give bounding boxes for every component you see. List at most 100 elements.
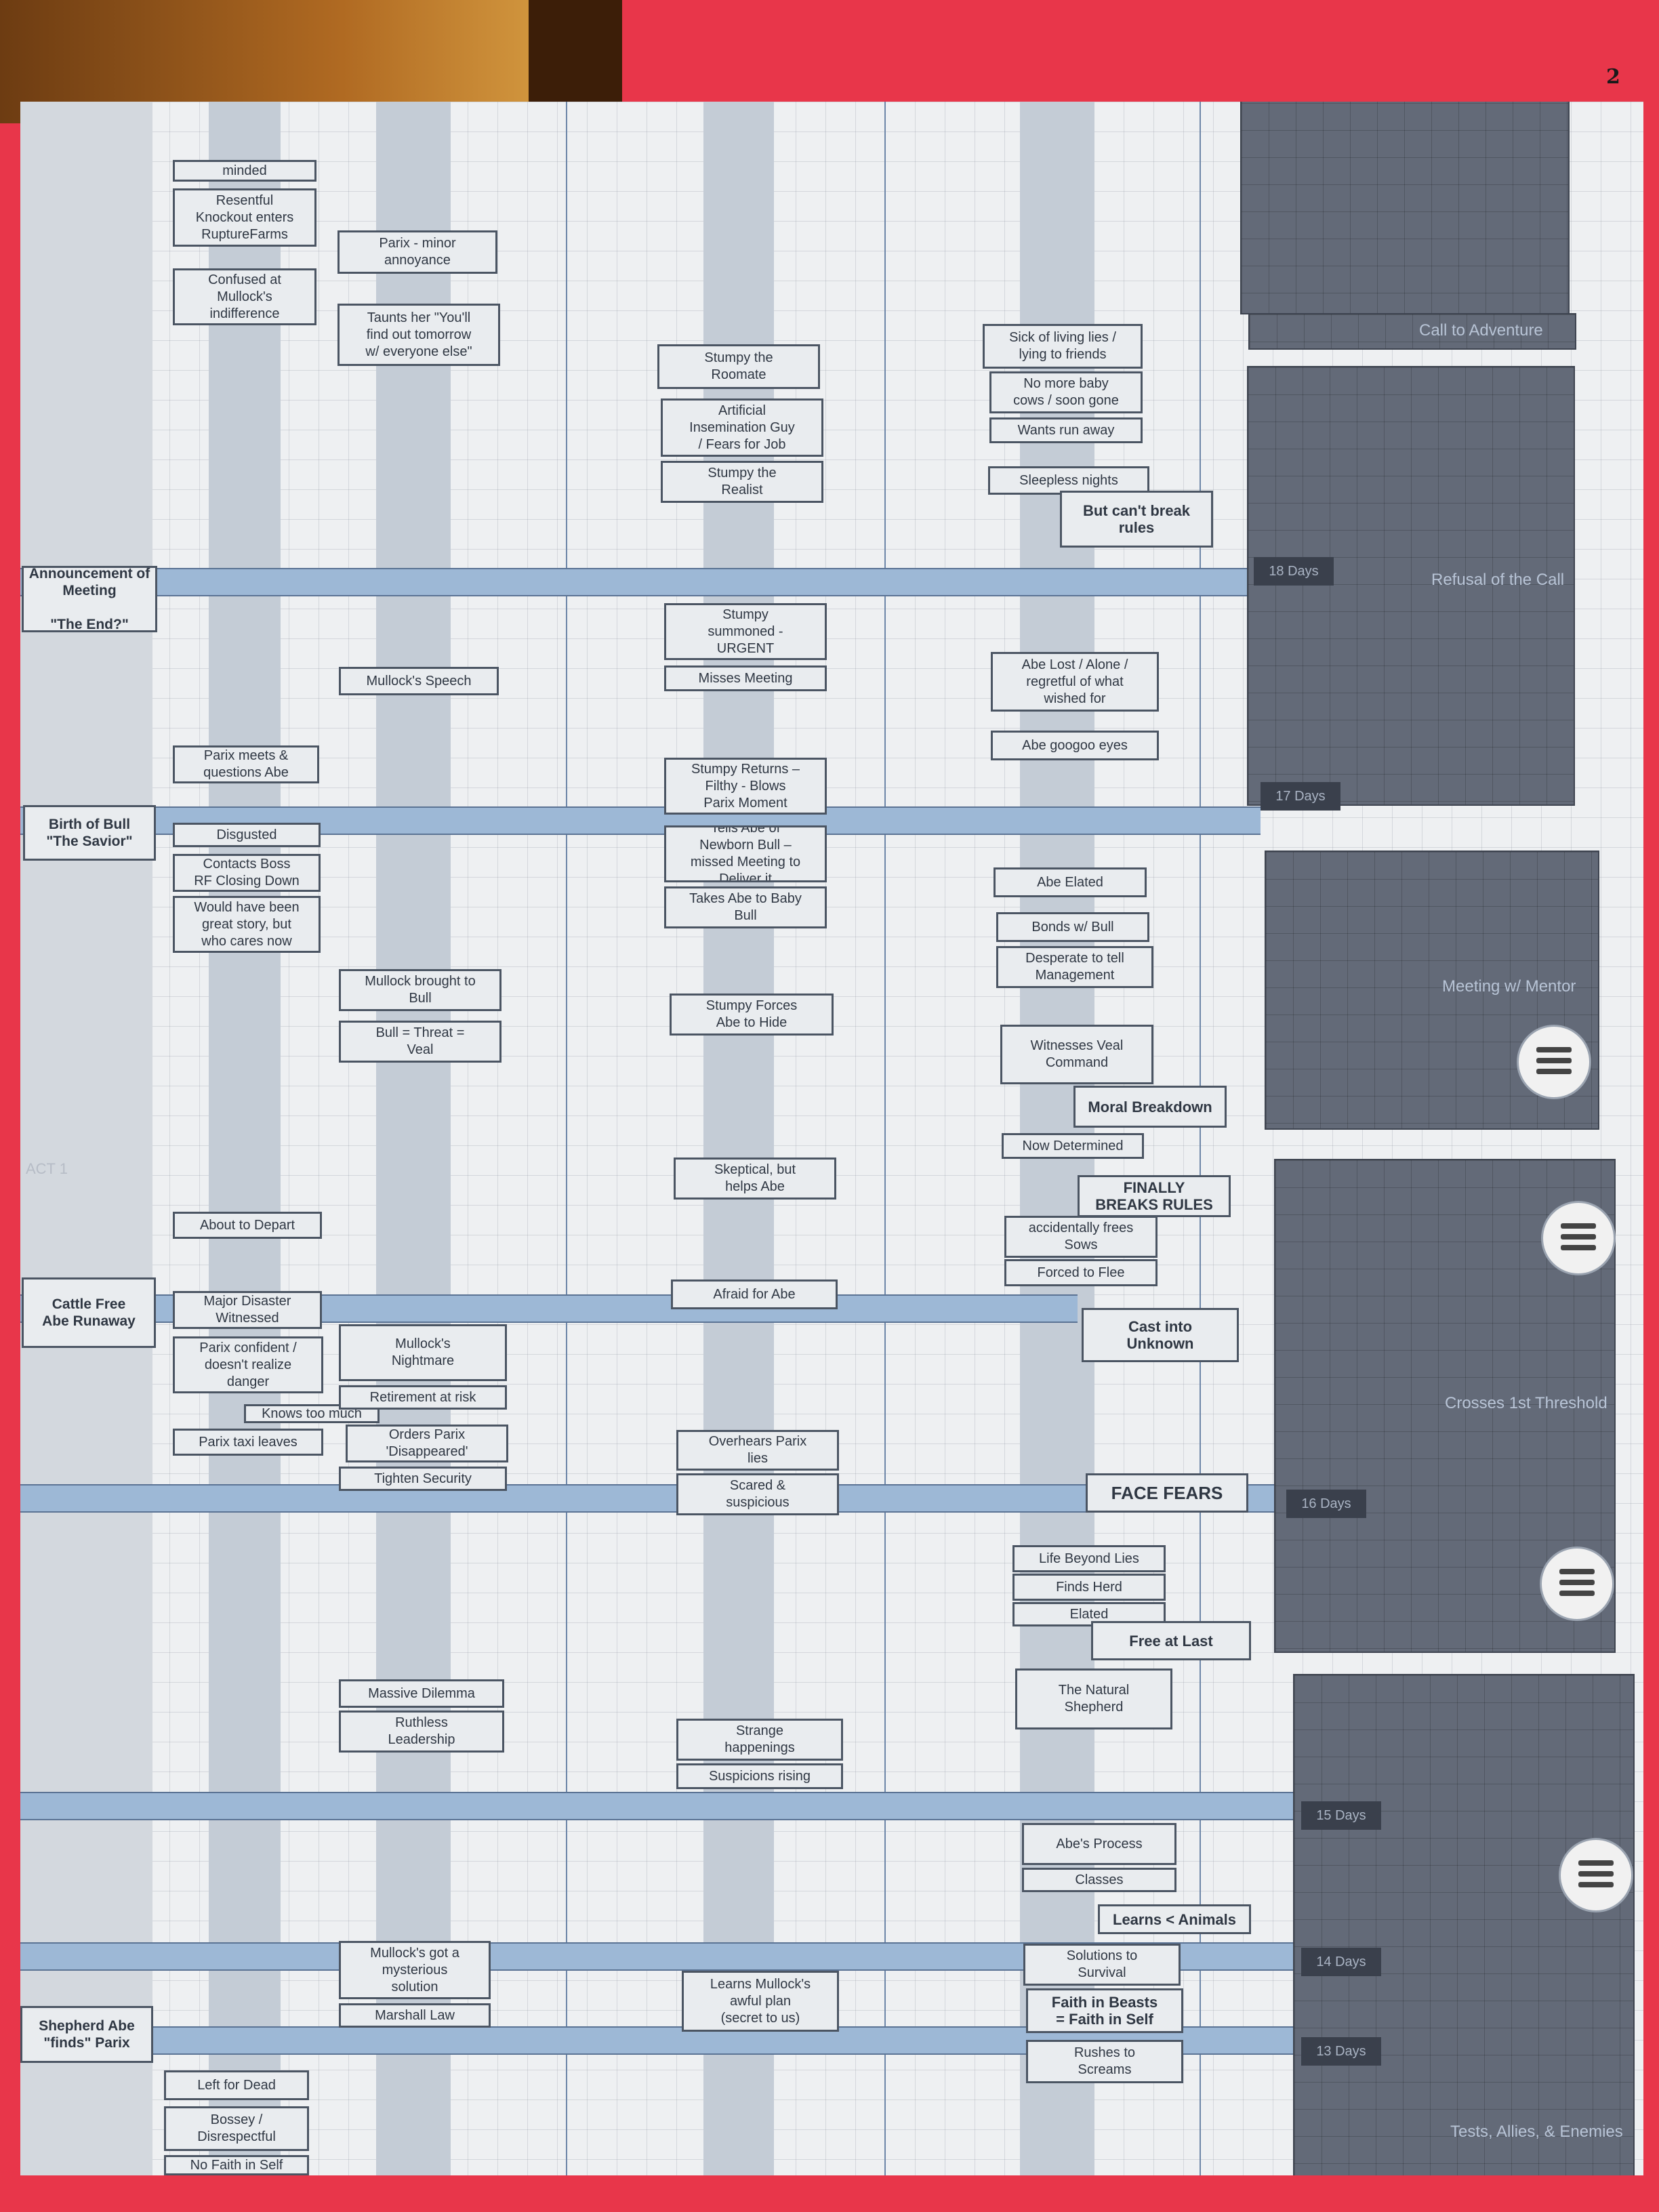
story-card[interactable]: Misses Meeting xyxy=(664,665,827,691)
stage-badge-icon xyxy=(1541,1201,1616,1275)
story-card[interactable]: Tighten Security xyxy=(339,1467,507,1491)
story-card[interactable]: Learns Mullock's awful plan (secret to u… xyxy=(682,1971,839,2032)
stage-panel-tests: Tests, Allies, & Enemies xyxy=(1293,1674,1635,2175)
column-2-track xyxy=(376,102,451,2175)
stage-badge-icon xyxy=(1517,1025,1591,1099)
story-card[interactable]: Mullock's Speech xyxy=(339,667,499,695)
story-card[interactable]: FACE FEARS xyxy=(1086,1473,1248,1513)
story-card[interactable]: Forced to Flee xyxy=(1004,1259,1158,1286)
story-card[interactable]: Taunts her "You'll find out tomorrow w/ … xyxy=(337,304,500,366)
story-card[interactable]: FINALLY BREAKS RULES xyxy=(1078,1175,1231,1217)
story-card[interactable]: Faith in Beasts = Faith in Self xyxy=(1026,1988,1183,2033)
act-card[interactable]: Cattle Free Abe Runaway xyxy=(22,1277,156,1348)
story-card[interactable]: Parix meets & questions Abe xyxy=(173,745,319,783)
story-card[interactable]: Scared & suspicious xyxy=(676,1473,839,1515)
grid-rule xyxy=(566,102,567,2175)
stage-label: Refusal of the Call xyxy=(1431,571,1565,589)
story-card[interactable]: Retirement at risk xyxy=(339,1385,507,1410)
story-card[interactable]: Elated xyxy=(1012,1602,1166,1626)
story-card[interactable]: accidentally frees Sows xyxy=(1004,1216,1158,1258)
story-card[interactable]: Massive Dilemma xyxy=(339,1679,504,1708)
story-card[interactable]: Resentful Knockout enters RuptureFarms xyxy=(173,188,316,247)
story-card[interactable]: Would have been great story, but who car… xyxy=(173,896,321,953)
story-card[interactable]: Overhears Parix lies xyxy=(676,1430,839,1471)
story-card[interactable]: Learns < Animals xyxy=(1098,1904,1251,1934)
act-label: ACT 1 xyxy=(26,1160,68,1177)
story-card[interactable]: Parix confident / doesn't realize danger xyxy=(173,1336,323,1393)
story-card[interactable]: Ruthless Leadership xyxy=(339,1711,504,1753)
day-marker: 16 Days xyxy=(1286,1490,1366,1518)
story-card[interactable]: Bossey / Disrespectful xyxy=(164,2106,309,2151)
stage-badge-icon xyxy=(1540,1547,1614,1621)
stage-panel-call-to-adventure: Call to Adventure xyxy=(1248,313,1576,350)
time-lane xyxy=(20,568,1261,596)
stage-label: Meeting w/ Mentor xyxy=(1442,977,1576,996)
story-card[interactable]: Free at Last xyxy=(1091,1621,1251,1660)
day-marker: 17 Days xyxy=(1261,782,1340,811)
day-marker: 14 Days xyxy=(1301,1948,1381,1976)
story-card[interactable]: Solutions to Survival xyxy=(1023,1944,1181,1986)
story-card[interactable]: Stumpy summoned - URGENT xyxy=(664,603,827,660)
story-card[interactable]: Contacts Boss RF Closing Down xyxy=(173,854,321,892)
story-card[interactable]: Mullock brought to Bull xyxy=(339,969,501,1011)
story-card[interactable]: Abe's Process xyxy=(1022,1823,1176,1865)
act-card[interactable]: Shepherd Abe "finds" Parix xyxy=(20,2006,153,2063)
story-card[interactable]: Takes Abe to Baby Bull xyxy=(664,886,827,928)
story-card[interactable]: Afraid for Abe xyxy=(671,1279,838,1309)
story-card[interactable]: Bull = Threat = Veal xyxy=(339,1021,501,1063)
story-card[interactable]: Stumpy the Realist xyxy=(661,461,823,503)
story-card[interactable]: Cast into Unknown xyxy=(1082,1308,1239,1362)
day-marker: 18 Days xyxy=(1254,557,1334,586)
act-column xyxy=(20,102,152,2175)
story-card[interactable]: Stumpy Returns – Filthy - Blows Parix Mo… xyxy=(664,758,827,815)
story-card[interactable]: Stumpy the Roomate xyxy=(657,344,820,389)
story-card[interactable]: No Faith in Self xyxy=(164,2155,309,2175)
story-card[interactable]: Orders Parix 'Disappeared' xyxy=(346,1425,508,1462)
story-card[interactable]: The Natural Shepherd xyxy=(1015,1668,1172,1729)
time-lane xyxy=(20,1792,1308,1820)
story-card[interactable]: Left for Dead xyxy=(164,2070,309,2100)
time-lane xyxy=(20,1484,1288,1513)
story-card[interactable]: Finds Herd xyxy=(1012,1574,1166,1601)
story-card[interactable]: Parix taxi leaves xyxy=(173,1429,323,1456)
story-card[interactable]: Abe googoo eyes xyxy=(991,731,1159,760)
story-card[interactable]: Disgusted xyxy=(173,823,321,847)
story-card[interactable]: Strange happenings xyxy=(676,1719,843,1761)
story-card[interactable]: minded xyxy=(173,160,316,182)
story-card[interactable]: Sleepless nights xyxy=(988,466,1149,495)
story-card[interactable]: Now Determined xyxy=(1002,1133,1144,1159)
story-card[interactable]: Parix - minor annoyance xyxy=(337,230,497,274)
day-marker: 13 Days xyxy=(1301,2037,1381,2066)
story-card[interactable]: Life Beyond Lies xyxy=(1012,1545,1166,1572)
story-card[interactable]: Stumpy Forces Abe to Hide xyxy=(670,994,834,1036)
act-card[interactable]: Announcement of Meeting "The End?" xyxy=(22,566,157,632)
story-card[interactable]: Witnesses Veal Command xyxy=(1000,1025,1153,1084)
stage-panel-mentor: Meeting w/ Mentor xyxy=(1265,851,1599,1130)
act-card[interactable]: Birth of Bull "The Savior" xyxy=(23,805,156,861)
story-card[interactable]: Marshall Law xyxy=(339,2003,491,2028)
story-card[interactable]: Artificial Insemination Guy / Fears for … xyxy=(661,398,823,457)
day-marker: 15 Days xyxy=(1301,1801,1381,1830)
story-card[interactable]: Mullock's got a mysterious solution xyxy=(339,1941,491,1999)
story-board-sheet: Call to Adventure Refusal of the Call Me… xyxy=(20,102,1643,2175)
story-card[interactable]: Abe Elated xyxy=(994,867,1147,897)
story-card[interactable]: Classes xyxy=(1022,1868,1176,1892)
story-card[interactable]: Suspicions rising xyxy=(676,1763,843,1789)
story-card[interactable]: But can't break rules xyxy=(1060,491,1213,548)
story-card[interactable]: Major Disaster Witnessed xyxy=(173,1291,322,1329)
story-card[interactable]: Sick of living lies / lying to friends xyxy=(983,324,1143,369)
story-card[interactable]: Rushes to Screams xyxy=(1026,2040,1183,2083)
stage-panel-top xyxy=(1240,102,1570,314)
stage-label: Call to Adventure xyxy=(1419,321,1543,340)
story-card[interactable]: Bonds w/ Bull xyxy=(996,912,1149,942)
story-card[interactable]: Tells Abe of Newborn Bull – missed Meeti… xyxy=(664,825,827,882)
story-card[interactable]: Desperate to tell Management xyxy=(996,946,1153,988)
story-card[interactable]: Moral Breakdown xyxy=(1073,1086,1227,1128)
story-card[interactable]: Skeptical, but helps Abe xyxy=(674,1158,836,1200)
story-card[interactable]: Confused at Mullock's indifference xyxy=(173,268,316,325)
story-card[interactable]: Abe Lost / Alone / regretful of what wis… xyxy=(991,652,1159,712)
story-card[interactable]: Wants run away xyxy=(989,417,1143,443)
story-card[interactable]: Mullock's Nightmare xyxy=(339,1324,507,1381)
story-card[interactable]: About to Depart xyxy=(173,1212,322,1239)
story-card[interactable]: No more baby cows / soon gone xyxy=(989,371,1143,413)
